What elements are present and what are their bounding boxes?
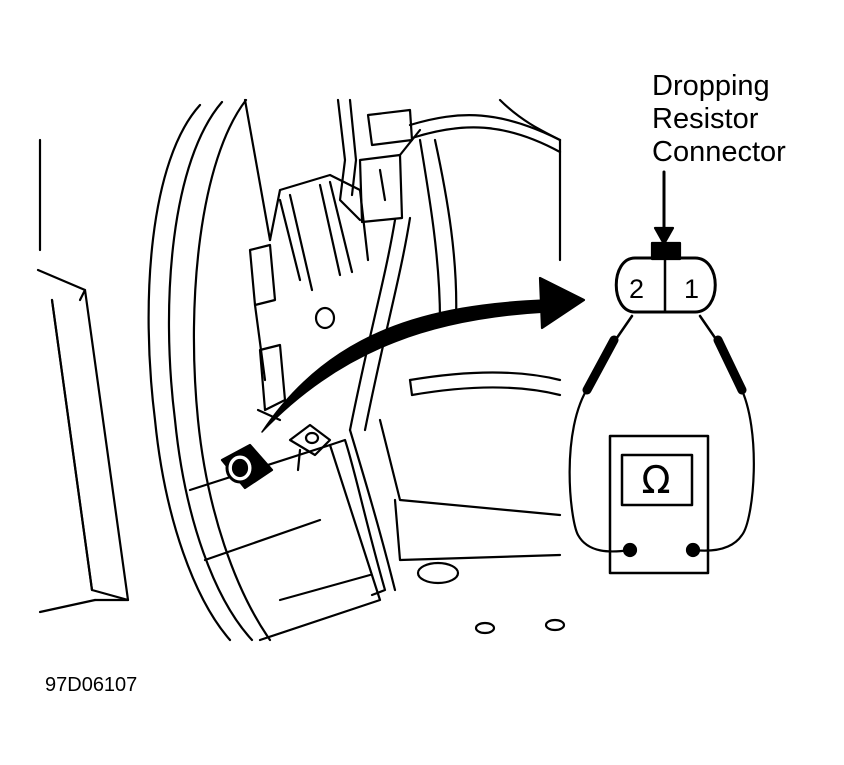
resistor-connector-in-vehicle bbox=[220, 443, 274, 490]
door-seal bbox=[147, 98, 272, 642]
bracket bbox=[288, 423, 332, 472]
pointer-arrow bbox=[261, 276, 586, 433]
pin-2-label: 2 bbox=[629, 274, 645, 304]
left-panel bbox=[36, 138, 130, 614]
callout-arrow bbox=[653, 170, 675, 246]
upper-wiring bbox=[336, 98, 562, 224]
callout-line-3: Connector bbox=[652, 136, 786, 168]
pin-1-label: 1 bbox=[684, 274, 700, 304]
ohmmeter bbox=[608, 434, 710, 575]
callout-line-2: Resistor bbox=[652, 103, 759, 135]
inner-panel bbox=[248, 173, 370, 422]
harness bbox=[348, 138, 458, 432]
ohm-symbol: Ω bbox=[641, 458, 671, 502]
test-leads bbox=[568, 314, 755, 553]
figure-id: 97D06107 bbox=[45, 674, 138, 696]
right-body-panel bbox=[378, 138, 562, 562]
connector-face bbox=[614, 241, 717, 314]
callout-label: Dropping Resistor Connector bbox=[652, 70, 786, 169]
callout-line-1: Dropping bbox=[652, 70, 770, 102]
